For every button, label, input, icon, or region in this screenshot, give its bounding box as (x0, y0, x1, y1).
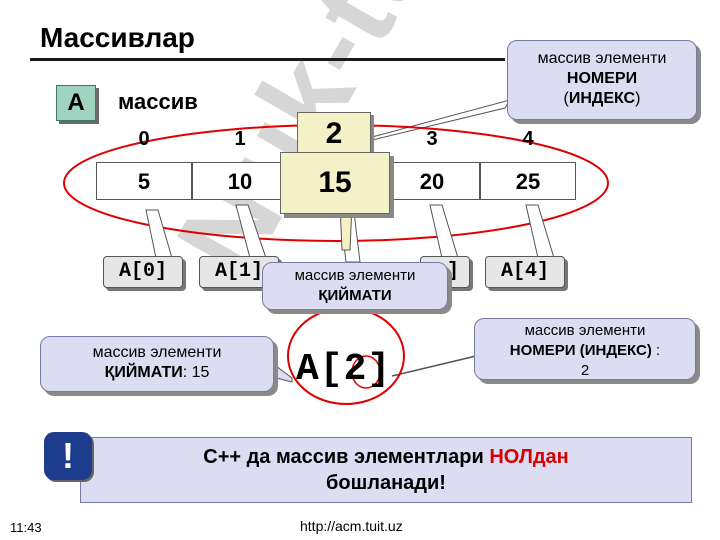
index-label-1: 1 (234, 128, 246, 150)
tag-a4: A[4] (485, 256, 565, 288)
slide-title: Массивлар (40, 22, 195, 53)
callout-index-line1: массив элементи (537, 50, 667, 67)
highlighted-value: 15 (280, 152, 390, 214)
index-label-0: 0 (138, 128, 150, 150)
array-cell-3: 20 (384, 162, 480, 200)
array-name-box: A (56, 85, 96, 121)
footer-url[interactable]: http://acm.tuit.uz (300, 518, 403, 534)
pointer-a0 (145, 209, 173, 259)
array-expression: A[2] (296, 348, 392, 391)
callout-index-line2: НОМЕРИ (566, 70, 638, 87)
callout-value-line2: ҚИЙМАТИ (318, 287, 392, 304)
index-label-3: 3 (426, 128, 438, 150)
callout-value-detail-line1: массив элементи (92, 344, 222, 361)
note-line1: C++ да массив элементлари НОЛдан (203, 446, 569, 468)
tag-a0: A[0] (103, 256, 183, 288)
title-underline (30, 58, 505, 61)
array-cell-4: 25 (480, 162, 576, 200)
pointer-a1 (235, 204, 267, 259)
index-circle (351, 355, 381, 389)
callout-index-detail: массив элементи НОМЕРИ (ИНДЕКС) : 2 (474, 318, 696, 380)
array-cell-1: 10 (192, 162, 288, 200)
callout-value: массив элементи ҚИЙМАТИ (262, 262, 448, 310)
callout-index: массив элементи НОМЕРИ (ИНДЕКС) (507, 40, 697, 120)
array-cell-0: 5 (96, 162, 192, 200)
exclamation-icon: ! (44, 432, 92, 480)
callout-index-detail-line3: 2 (580, 362, 590, 379)
highlighted-index: 2 (297, 112, 371, 156)
array-word-label: массив (118, 89, 198, 114)
note-highlight: НОЛдан (489, 446, 569, 468)
callout-value-detail: массив элементи ҚИЙМАТИ: 15 (40, 336, 274, 392)
note-bar: C++ да массив элементлари НОЛдан бошлана… (80, 437, 692, 503)
callout-index-detail-line2: НОМЕРИ (ИНДЕКС) : (509, 342, 661, 359)
index-label-4: 4 (522, 128, 534, 150)
callout-index-detail-line1: массив элементи (524, 322, 646, 339)
callout-value-detail-line2: ҚИЙМАТИ: 15 (104, 364, 210, 381)
right-callout-leader (391, 355, 477, 377)
footer-time: 11:43 (10, 520, 42, 535)
pointer-a3 (429, 204, 459, 259)
note-line2: бошланади! (326, 472, 446, 494)
callout-index-line3: (ИНДЕКС) (563, 90, 641, 107)
pointer-a4 (525, 204, 555, 259)
callout-value-line1: массив элементи (294, 267, 416, 284)
